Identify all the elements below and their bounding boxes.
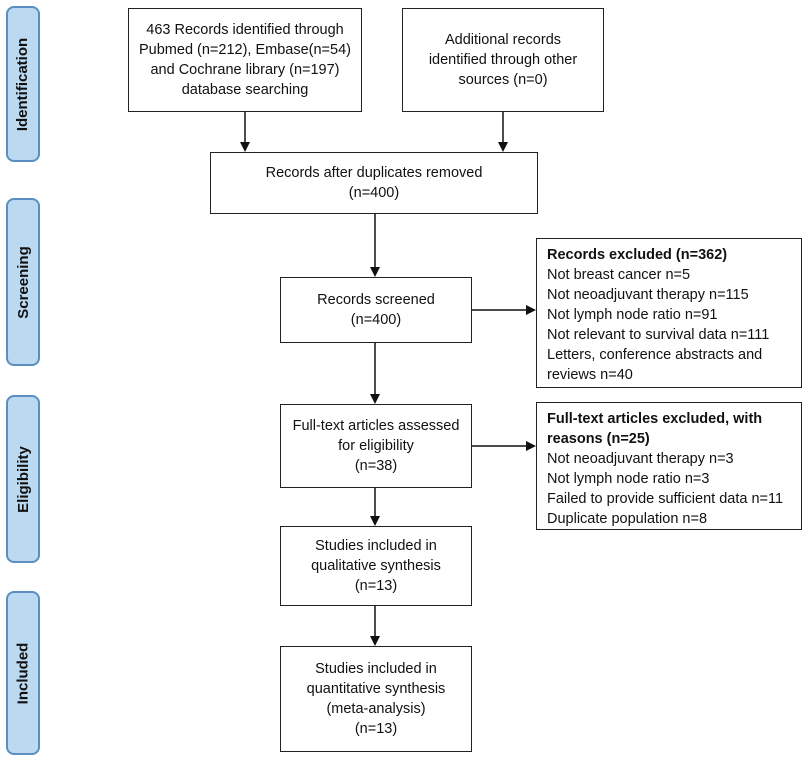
records-identified-line: 463 Records identified through xyxy=(146,22,344,38)
additional-records-line: Additional records xyxy=(444,32,562,48)
records-identified-box: 463 Records identified through Pubmed (n… xyxy=(128,8,362,112)
records-excluded-item: Not breast cancer n=5 xyxy=(547,267,691,283)
records-excluded-item: Not lymph node ratio n=91 xyxy=(547,307,718,323)
additional-records-box: Additional records identified through ot… xyxy=(402,8,604,112)
fulltext-assessed-box: Full-text articles assessed for eligibil… xyxy=(280,404,472,488)
records-identified-line: database searching xyxy=(181,82,309,98)
fulltext-excluded-heading: reasons (n=25) xyxy=(547,431,650,447)
additional-records-line: identified through other xyxy=(428,52,578,68)
fulltext-excluded-heading: Full-text articles excluded, with xyxy=(547,411,763,427)
after-duplicates-box: Records after duplicates removed (n=400) xyxy=(210,152,538,214)
phase-eligibility: Eligibility xyxy=(6,395,40,563)
fulltext-assessed-line: (n=38) xyxy=(354,458,398,474)
after-duplicates-line: Records after duplicates removed xyxy=(265,165,483,181)
records-identified-line: Pubmed (n=212), Embase(n=54) xyxy=(139,42,351,58)
qualitative-synthesis-box: Studies included in qualitative synthesi… xyxy=(280,526,472,606)
records-excluded-item: Not relevant to survival data n=111 xyxy=(547,327,770,343)
phase-identification: Identification xyxy=(6,6,40,162)
records-excluded-heading: Records excluded (n=362) xyxy=(547,247,728,263)
fulltext-excluded-item: Duplicate population n=8 xyxy=(547,511,708,527)
fulltext-excluded-item: Not lymph node ratio n=3 xyxy=(547,471,710,487)
records-screened-box: Records screened (n=400) xyxy=(280,277,472,343)
records-screened-line: Records screened xyxy=(317,292,435,308)
qualitative-synthesis-line: qualitative synthesis xyxy=(311,558,441,574)
fulltext-assessed-line: for eligibility xyxy=(338,438,414,454)
phase-screening: Screening xyxy=(6,198,40,366)
quantitative-synthesis-line: Studies included in xyxy=(315,661,437,677)
quantitative-synthesis-line: quantitative synthesis xyxy=(306,681,446,697)
fulltext-excluded-box: Full-text articles excluded, with reason… xyxy=(536,402,802,530)
fulltext-excluded-item: Failed to provide sufficient data n=11 xyxy=(547,491,784,507)
records-excluded-item: reviews n=40 xyxy=(547,367,633,383)
records-excluded-box: Records excluded (n=362) Not breast canc… xyxy=(536,238,802,388)
quantitative-synthesis-line: (meta-analysis) xyxy=(326,701,426,717)
fulltext-excluded-item: Not neoadjuvant therapy n=3 xyxy=(547,451,734,467)
quantitative-synthesis-line: (n=13) xyxy=(354,721,398,737)
qualitative-synthesis-line: Studies included in xyxy=(315,538,437,554)
fulltext-assessed-line: Full-text articles assessed xyxy=(292,418,460,434)
additional-records-line: sources (n=0) xyxy=(458,72,548,88)
phase-included: Included xyxy=(6,591,40,755)
qualitative-synthesis-line: (n=13) xyxy=(354,578,398,594)
records-identified-line: and Cochrane library (n=197) xyxy=(150,62,340,78)
records-excluded-item: Not neoadjuvant therapy n=115 xyxy=(547,287,749,303)
records-screened-line: (n=400) xyxy=(350,312,402,328)
quantitative-synthesis-box: Studies included in quantitative synthes… xyxy=(280,646,472,752)
after-duplicates-line: (n=400) xyxy=(348,185,400,201)
records-excluded-item: Letters, conference abstracts and xyxy=(547,347,763,363)
